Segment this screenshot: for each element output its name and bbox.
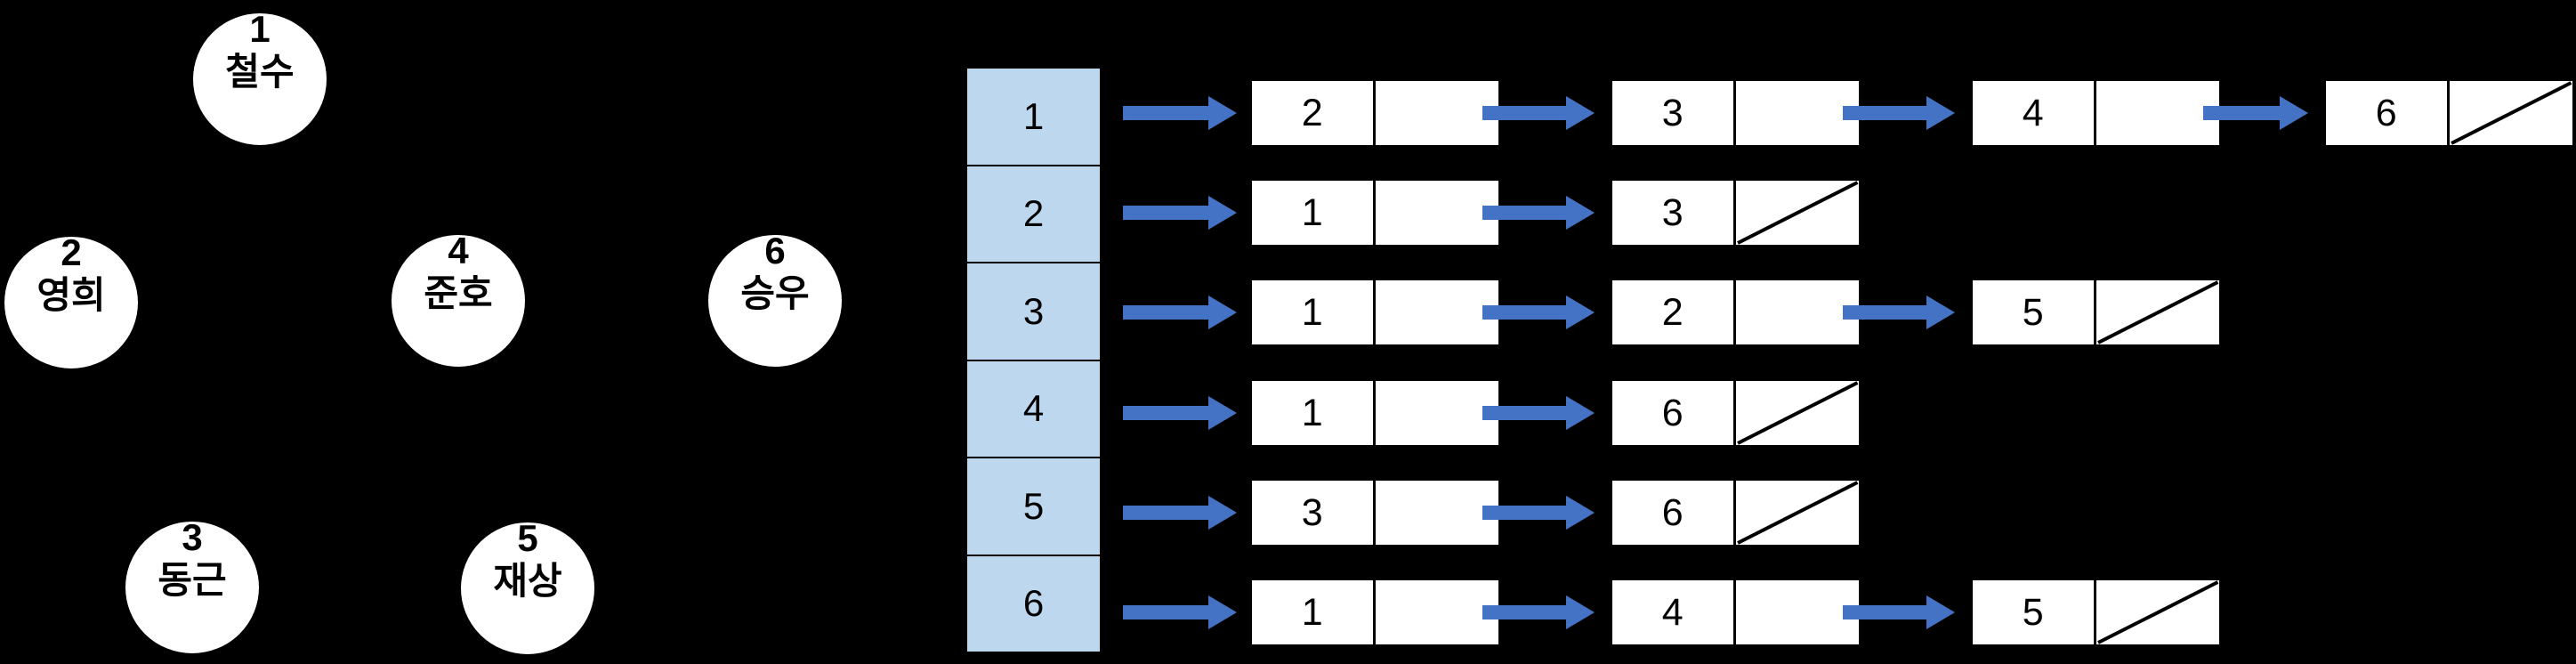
list-node: 3 <box>1250 479 1500 547</box>
graph-node-5: 5 재상 <box>459 517 596 656</box>
node-pointer-cell <box>2096 580 2220 644</box>
list-node: 3 <box>1611 79 1861 147</box>
node-value-cell: 1 <box>1252 381 1376 445</box>
node-pointer-cell <box>2096 81 2220 145</box>
node-value-cell: 3 <box>1252 481 1376 545</box>
graph-node-circle <box>707 233 844 368</box>
header-cell-1: 1 <box>965 67 1102 166</box>
node-pointer-cell <box>1376 381 1499 445</box>
null-pointer-slash <box>1736 181 1858 245</box>
node-name: 승우 <box>740 272 809 314</box>
node-value-cell: 5 <box>1973 580 2096 644</box>
graph-node-circle <box>390 233 527 368</box>
list-node: 6 <box>2324 79 2574 147</box>
node-number: 3 <box>182 516 202 558</box>
graph-node-3: 3 동근 <box>124 516 261 655</box>
graph-canvas: 1 철수 2 영희 3 동근 4 준호 5 재상 6 승우 <box>3 8 844 656</box>
node-value-cell: 2 <box>1252 81 1376 145</box>
node-pointer-cell <box>1376 481 1499 545</box>
null-pointer-slash <box>1736 481 1858 545</box>
pointer-arrow <box>1123 595 1237 629</box>
list-node: 3 <box>1611 179 1861 247</box>
list-node: 4 <box>1971 79 2221 147</box>
node-value-cell: 4 <box>1612 580 1736 644</box>
node-value-cell: 3 <box>1612 181 1736 245</box>
list-node: 1 <box>1250 579 1500 646</box>
graph-node-6: 6 승우 <box>707 230 844 368</box>
list-node: 2 <box>1250 79 1500 147</box>
node-number: 4 <box>448 230 469 271</box>
list-node: 2 <box>1611 279 1861 346</box>
node-value-cell: 6 <box>1612 481 1736 545</box>
graph-node-circle <box>124 520 261 655</box>
graph-node-4: 4 준호 <box>390 230 527 368</box>
list-node: 1 <box>1250 279 1500 346</box>
node-pointer-cell <box>1736 181 1860 245</box>
null-pointer-slash <box>2096 280 2218 344</box>
graph-edge <box>259 77 776 303</box>
node-name: 영희 <box>36 274 105 316</box>
list-node: 5 <box>1971 279 2221 346</box>
node-pointer-cell <box>1736 580 1860 644</box>
list-node: 4 <box>1611 579 1861 646</box>
node-number: 5 <box>517 517 537 559</box>
node-value-cell: 3 <box>1612 81 1736 145</box>
node-pointer-cell <box>1376 580 1499 644</box>
pointer-arrow <box>1123 396 1237 430</box>
list-node: 6 <box>1611 379 1861 447</box>
list-node: 1 <box>1250 179 1500 247</box>
node-value-cell: 2 <box>1612 280 1736 344</box>
node-name: 철수 <box>225 51 294 93</box>
node-pointer-cell <box>1376 280 1499 344</box>
graph-edge <box>190 78 262 588</box>
node-pointer-cell <box>1736 481 1860 545</box>
node-value-cell: 5 <box>1973 280 2096 344</box>
graph-node-circle <box>3 235 140 370</box>
node-value-cell: 6 <box>1612 381 1736 445</box>
header-cell-5: 5 <box>965 457 1102 556</box>
node-value-cell: 4 <box>1973 81 2096 145</box>
adjacency-header-column: 1 2 3 4 5 6 <box>965 67 1102 653</box>
node-name: 동근 <box>157 559 226 601</box>
header-cell-4: 4 <box>965 359 1102 458</box>
header-cell-3: 3 <box>965 262 1102 361</box>
pointer-arrow <box>1123 296 1237 329</box>
pointer-arrow <box>1123 496 1237 530</box>
header-cell-2: 2 <box>965 164 1102 263</box>
node-pointer-cell <box>1376 181 1499 245</box>
graph-node-1: 1 철수 <box>191 8 328 147</box>
list-node: 5 <box>1971 579 2221 646</box>
null-pointer-slash <box>2096 580 2218 644</box>
graph-node-2: 2 영희 <box>3 231 140 370</box>
list-node: 6 <box>1611 479 1861 547</box>
node-pointer-cell <box>1376 81 1499 145</box>
node-pointer-cell <box>1736 381 1860 445</box>
node-number: 1 <box>249 8 270 50</box>
pointer-arrow <box>1123 96 1237 130</box>
null-pointer-slash <box>1736 381 1858 445</box>
null-pointer-slash <box>2450 81 2572 145</box>
graph-node-circle <box>191 12 328 147</box>
header-cell-6: 6 <box>965 554 1102 653</box>
node-pointer-cell <box>2096 280 2220 344</box>
node-value-cell: 1 <box>1252 181 1376 245</box>
list-node: 1 <box>1250 379 1500 447</box>
node-number: 2 <box>61 231 81 273</box>
node-name: 준호 <box>424 272 492 314</box>
node-name: 재상 <box>493 560 561 602</box>
pointer-arrow <box>1123 196 1237 230</box>
graph-node-circle <box>459 521 596 656</box>
node-pointer-cell <box>2450 81 2573 145</box>
node-value-cell: 1 <box>1252 580 1376 644</box>
node-pointer-cell <box>1736 81 1860 145</box>
node-value-cell: 1 <box>1252 280 1376 344</box>
node-value-cell: 6 <box>2326 81 2450 145</box>
node-number: 6 <box>764 230 785 271</box>
node-pointer-cell <box>1736 280 1860 344</box>
